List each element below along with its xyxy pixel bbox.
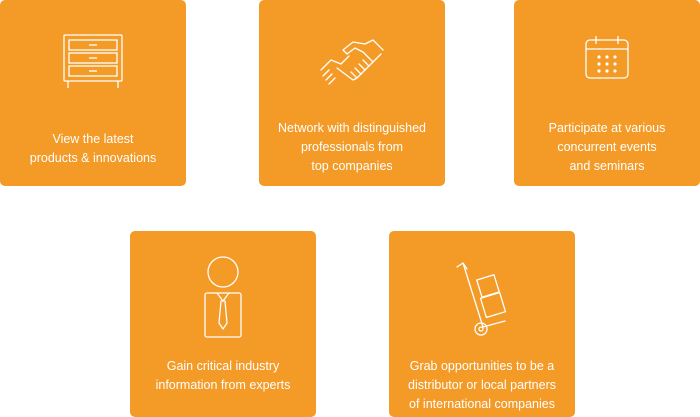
dresser-icon [60,34,126,90]
calendar-icon [584,34,630,80]
card-label-line: Grab opportunities to be a [409,359,555,373]
card-events: Participate at various concurrent events… [514,0,700,186]
handshake-icon [319,36,385,86]
card-label-line: distributor or local partners [408,378,556,392]
card-label-line: products & innovations [29,151,157,165]
card-label-line: professionals from [300,140,404,154]
card-opportunities: Grab opportunities to be a distributor o… [389,231,575,417]
card-label-line: Gain critical industry [166,359,280,373]
card-label-line: View the latest [52,132,134,146]
card-industry-info: Gain critical industry information from … [130,231,316,417]
card-label: Grab opportunities to be a distributor o… [395,357,569,414]
card-label-line: top companies [311,159,393,173]
card-label-line: concurrent events [557,140,657,154]
card-label: Participate at various concurrent events… [520,119,694,176]
card-label-line: of international companies [409,397,555,411]
businessman-icon [203,255,243,339]
hand-truck-icon [453,261,511,337]
card-label-line: and seminars [569,159,645,173]
card-label-line: information from experts [155,378,291,392]
card-label: Gain critical industry information from … [136,357,310,395]
card-label: View the latest products & innovations [6,130,180,168]
card-view-products: View the latest products & innovations [0,0,186,186]
card-label: Network with distinguished professionals… [265,119,439,176]
card-label-line: Network with distinguished [278,121,426,135]
card-network: Network with distinguished professionals… [259,0,445,186]
card-label-line: Participate at various [548,121,666,135]
